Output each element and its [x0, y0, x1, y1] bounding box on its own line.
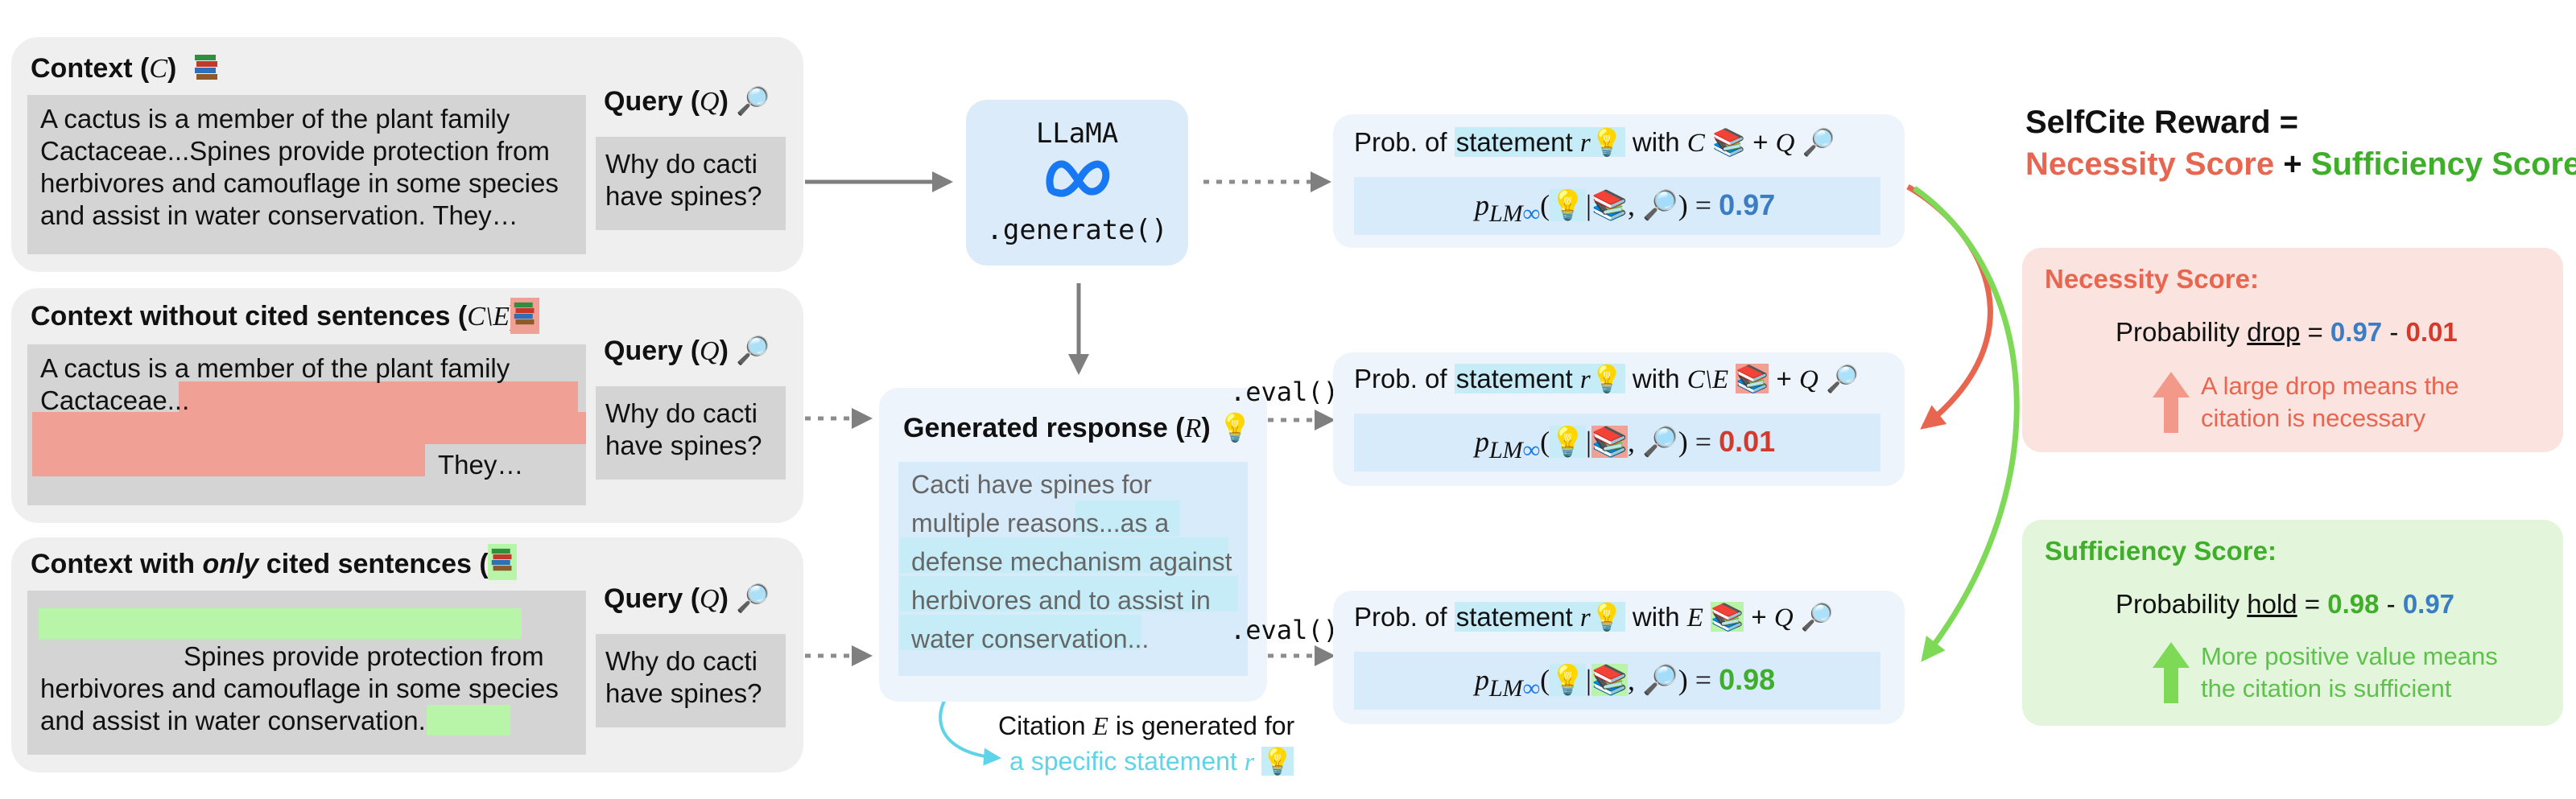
prob-panel-without: Prob. of statement r💡 with C\E 📚 + Q 🔎 p…: [1333, 352, 1905, 486]
context-only-line3: and assist in water conservation.: [40, 706, 426, 735]
necessity-score-box: Necessity Score: Probability drop = 0.97…: [2022, 248, 2563, 452]
context-panel-only-cited: Context with only cited sentences (E) Sp…: [11, 537, 803, 772]
prob-title-only: Prob. of statement r💡 with E 📚 + Q 🔎: [1354, 602, 1834, 632]
response-line: Cacti have spines for: [911, 470, 1152, 499]
kept-highlight-1: [39, 608, 522, 639]
prob-eq-without: pLM∞(💡|📚, 🔎) = 0.01: [1475, 425, 1776, 464]
necessity-note: A large drop means the citation is neces…: [2201, 372, 2459, 432]
lightbulb-icon: 💡: [1218, 413, 1253, 443]
removed-highlight-3: [32, 444, 425, 476]
magnifier-icon-3: 🔎: [736, 583, 770, 614]
removed-highlight-1: [179, 381, 578, 412]
model-name: LLaMA: [1035, 117, 1119, 150]
context-panel-full: Context (C) A cactus is a member of the …: [11, 37, 803, 272]
context-without-line1: A cactus is a member of the plant family: [40, 353, 510, 383]
magnifier-icon: 🔎: [1800, 602, 1834, 632]
sufficiency-score-box: Sufficiency Score: Probability hold = 0.…: [2022, 520, 2563, 726]
necessity-equation: Probability drop = 0.97 - 0.01: [2116, 317, 2458, 347]
context-panel-without-cited: Context without cited sentences (C\E) A …: [11, 288, 803, 523]
prob-eq-only: pLM∞(💡|📚, 🔎) = 0.98: [1475, 663, 1776, 702]
prob-eq-box-full: pLM∞(💡|📚, 🔎) = 0.97: [1354, 177, 1880, 235]
sufficiency-note: More positive value means the citation i…: [2201, 642, 2498, 702]
query-label: Query (Q) 🔎: [604, 86, 770, 117]
context-only-text-box: Spines provide protection from herbivore…: [27, 591, 586, 755]
response-title: Generated response (R) 💡: [903, 413, 1253, 443]
query-label-2: Query (Q) 🔎: [604, 336, 770, 366]
books-icon-green: [488, 544, 517, 580]
query-text-box-2: Why do cacti have spines?: [596, 386, 786, 480]
query-text-box: Why do cacti have spines?: [596, 137, 786, 230]
removed-highlight-2: [32, 412, 586, 444]
eval-call-1: .eval(): [1230, 377, 1339, 407]
context-title: Context (C): [31, 53, 177, 84]
prob-title-without: Prob. of statement r💡 with C\E 📚 + Q 🔎: [1354, 364, 1860, 394]
generate-call: .generate(): [986, 214, 1168, 246]
context-without-line2: Cactaceae...: [40, 385, 190, 415]
prob-panel-full: Prob. of statement r💡 with C 📚 + Q 🔎 pLM…: [1333, 114, 1905, 248]
citation-note: Citation E is generated for a specific s…: [998, 711, 1295, 776]
prob-eq-box-only: pLM∞(💡|📚, 🔎) = 0.98: [1354, 652, 1880, 710]
context-without-line4: They…: [438, 450, 524, 480]
books-icon-red: 📚: [1736, 364, 1769, 393]
sufficiency-title: Sufficiency Score:: [2045, 536, 2277, 566]
context-only-title: Context with only cited sentences (E): [31, 549, 514, 579]
books-icon-red: [510, 298, 539, 334]
response-text-box: Cacti have spines for multiple reasons..…: [898, 462, 1248, 676]
response-line: multiple reasons...as a: [911, 509, 1170, 537]
context-text-box: A cactus is a member of the plant family…: [27, 95, 586, 254]
sufficiency-equation: Probability hold = 0.98 - 0.97: [2116, 589, 2455, 619]
response-line: water conservation...: [911, 624, 1150, 653]
context-only-line2: herbivores and camouflage in some specie…: [40, 673, 559, 703]
up-arrow-icon: [2151, 370, 2191, 439]
magnifier-icon: 🔎: [1826, 364, 1860, 393]
llama-model-box: LLaMA .generate(): [966, 100, 1188, 266]
prob-eq-box-without: pLM∞(💡|📚, 🔎) = 0.01: [1354, 414, 1880, 472]
query-label-3: Query (Q) 🔎: [604, 583, 770, 614]
generated-response-panel: Generated response (R) 💡 Cacti have spin…: [879, 388, 1267, 702]
kept-highlight-2: [427, 705, 510, 735]
reward-title: SelfCite Reward = Necessity Score + Suff…: [2025, 105, 2576, 182]
magnifier-icon: 🔎: [736, 86, 770, 117]
response-line: herbivores and to assist in: [911, 586, 1211, 615]
arrow-sufficiency-curve: [1912, 186, 2020, 662]
books-icon-green: 📚: [1711, 602, 1744, 632]
magnifier-icon: 🔎: [1802, 127, 1835, 157]
books-icon: 📚: [1711, 127, 1746, 157]
query-text-box-3: Why do cacti have spines?: [596, 634, 786, 727]
context-only-line1: Spines provide protection from: [184, 641, 544, 671]
context-without-text-box: A cactus is a member of the plant family…: [27, 344, 586, 505]
prob-eq-full: pLM∞(💡|📚, 🔎) = 0.97: [1475, 188, 1776, 228]
response-line: defense mechanism against: [911, 547, 1232, 576]
prob-title-full: Prob. of statement r💡 with C 📚 + Q 🔎: [1354, 127, 1835, 158]
necessity-title: Necessity Score:: [2045, 264, 2259, 294]
up-arrow-icon: [2151, 640, 2191, 709]
eval-call-2: .eval(): [1230, 615, 1339, 645]
meta-logo-icon: [1043, 154, 1113, 207]
magnifier-icon-2: 🔎: [736, 336, 770, 366]
context-without-title: Context without cited sentences (C\E): [31, 301, 518, 332]
prob-panel-only: Prob. of statement r💡 with E 📚 + Q 🔎 pLM…: [1333, 591, 1905, 724]
books-icon: [193, 51, 221, 88]
